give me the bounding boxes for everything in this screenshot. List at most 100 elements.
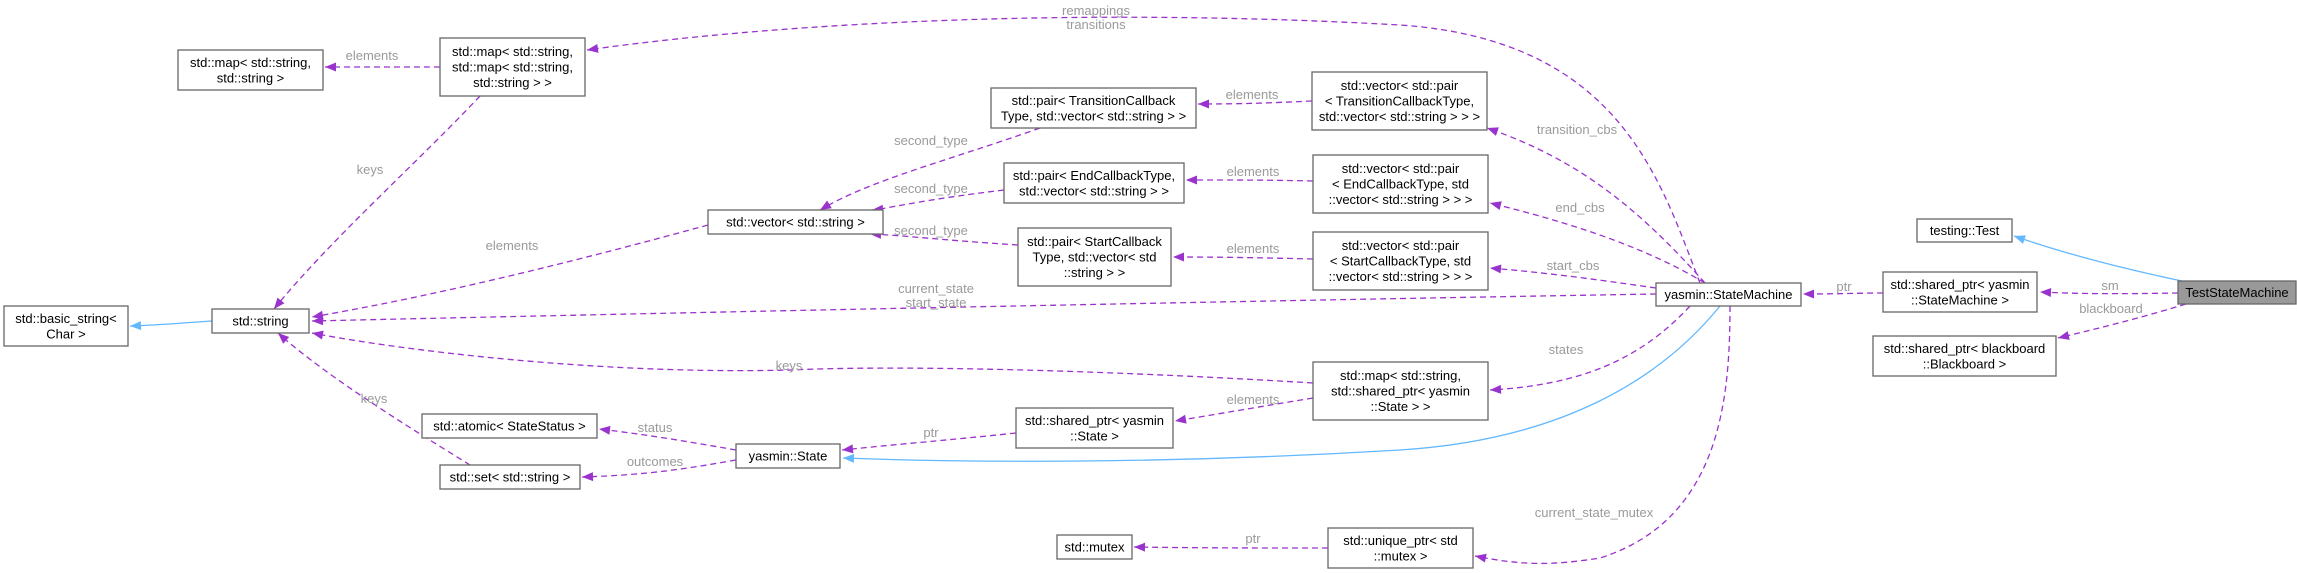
usage-connector bbox=[311, 293, 1657, 322]
edge-label: ptr bbox=[1836, 279, 1852, 294]
node-testing-test[interactable]: testing::Test bbox=[1916, 218, 2013, 243]
edge-sm: sm bbox=[2039, 278, 2179, 298]
node-label-line: std::pair< StartCallback bbox=[1027, 234, 1162, 249]
edge-label: transition_cbs bbox=[1537, 122, 1618, 137]
arrowhead-icon bbox=[1198, 99, 1210, 109]
arrowhead-icon bbox=[2058, 331, 2070, 340]
edge-states: states bbox=[1489, 305, 1691, 394]
usage-connector bbox=[1185, 179, 1314, 182]
node-std-mutex[interactable]: std::mutex bbox=[1056, 534, 1133, 560]
node-box bbox=[1017, 227, 1172, 287]
edge-label: elements bbox=[486, 238, 539, 253]
usage-connector bbox=[277, 332, 471, 466]
node-label-line: std::shared_ptr< yasmin bbox=[1890, 277, 2029, 292]
edge-states-keys: keys bbox=[311, 330, 1314, 384]
node-box bbox=[735, 443, 841, 469]
edge-vs-elements: elements bbox=[311, 224, 709, 320]
node-map-states[interactable]: std::map< std::string,std::shared_ptr< y… bbox=[1312, 361, 1489, 421]
usage-connector bbox=[273, 95, 481, 310]
node-label-line: std::vector< std::pair bbox=[1342, 161, 1460, 176]
node-map-str[interactable]: std::map< std::string,std::string > bbox=[177, 49, 324, 91]
usage-connector bbox=[2039, 291, 2179, 295]
edge-label: remappings bbox=[1062, 3, 1130, 18]
node-box bbox=[421, 413, 598, 439]
node-vector-pair-end[interactable]: std::vector< std::pair< EndCallbackType,… bbox=[1312, 154, 1489, 214]
node-label-line: ::Blackboard > bbox=[1923, 356, 2006, 371]
node-box bbox=[1056, 534, 1133, 560]
edge-label: start_cbs bbox=[1547, 258, 1600, 273]
node-label-line: std::mutex bbox=[1065, 540, 1125, 555]
inheritance-connector bbox=[129, 320, 213, 327]
usage-connector bbox=[1133, 546, 1329, 549]
node-label-line: std::shared_ptr< yasmin bbox=[1025, 413, 1164, 428]
node-box bbox=[1882, 271, 2038, 313]
node-vector-pair-start[interactable]: std::vector< std::pair< StartCallbackTyp… bbox=[1312, 231, 1489, 291]
node-shared-ptr-state[interactable]: std::shared_ptr< yasmin::State > bbox=[1015, 407, 1174, 449]
node-box bbox=[1327, 527, 1474, 569]
node-pair-transition[interactable]: std::pair< TransitionCallbackType, std::… bbox=[990, 87, 1197, 129]
edge-state-inh bbox=[842, 305, 1721, 463]
edge-ps-second: second_type bbox=[869, 223, 1019, 246]
node-shared-ptr-sm[interactable]: std::shared_ptr< yasmin::StateMachine > bbox=[1882, 271, 2038, 313]
node-label-line: std::map< std::string, bbox=[452, 60, 573, 75]
node-label-line: ::State > bbox=[1070, 428, 1119, 443]
node-box bbox=[1312, 361, 1489, 421]
edge-label: elements bbox=[1227, 392, 1280, 407]
node-box bbox=[707, 209, 884, 235]
node-box bbox=[439, 37, 586, 97]
inheritance-connector bbox=[2013, 235, 2183, 282]
node-label-line: < TransitionCallbackType, bbox=[1325, 94, 1474, 109]
usage-connector bbox=[1489, 267, 1657, 289]
node-vector-pair-transition[interactable]: std::vector< std::pair< TransitionCallba… bbox=[1311, 71, 1488, 131]
edge-state-ptr: ptr bbox=[841, 425, 1017, 454]
arrowhead-icon bbox=[1490, 264, 1502, 274]
arrowhead-icon bbox=[1173, 252, 1185, 262]
node-pair-start[interactable]: std::pair< StartCallbackType, std::vecto… bbox=[1017, 227, 1172, 287]
usage-connector bbox=[869, 233, 1019, 246]
edge-outcomes: outcomes bbox=[581, 454, 737, 482]
usage-connector bbox=[1172, 256, 1314, 260]
edge-blackboard: blackboard bbox=[2057, 301, 2187, 340]
usage-connector bbox=[1174, 397, 1314, 422]
edge-status: status bbox=[598, 420, 737, 451]
arrowhead-icon bbox=[843, 453, 855, 463]
node-std-string[interactable]: std::string bbox=[211, 308, 310, 334]
node-vector-string[interactable]: std::vector< std::string > bbox=[707, 209, 884, 235]
node-pair-end[interactable]: std::pair< EndCallbackType,std::vector< … bbox=[1003, 162, 1185, 204]
node-yasmin-state-machine[interactable]: yasmin::StateMachine bbox=[1655, 282, 1802, 307]
arrowhead-icon bbox=[820, 200, 832, 210]
edge-label: keys bbox=[361, 391, 388, 406]
node-box bbox=[1015, 407, 1174, 449]
edge-label: status bbox=[638, 420, 673, 435]
node-test-state-machine[interactable]: TestStateMachine bbox=[2177, 280, 2297, 305]
node-label-line: ::vector< std::string > > > bbox=[1329, 192, 1473, 207]
arrowhead-icon bbox=[1134, 542, 1146, 552]
node-label-line: testing::Test bbox=[1930, 223, 2000, 238]
node-label-line: std::vector< std::string > bbox=[726, 215, 865, 230]
node-box bbox=[211, 308, 310, 334]
node-box bbox=[1312, 231, 1489, 291]
node-atomic-status[interactable]: std::atomic< StateStatus > bbox=[421, 413, 598, 439]
arrowhead-icon bbox=[1490, 201, 1502, 210]
edge-mutex: current_state_mutex bbox=[1474, 305, 1731, 565]
node-box bbox=[177, 49, 324, 91]
usage-connector bbox=[1474, 305, 1731, 565]
arrowhead-icon bbox=[2014, 235, 2026, 244]
nodes-layer: TestStateMachine testing::Teststd::shared… bbox=[3, 37, 2297, 569]
usage-connector bbox=[586, 16, 1701, 284]
node-label-line: Type, std::vector< std::string > > bbox=[1001, 108, 1186, 123]
node-yasmin-state[interactable]: yasmin::State bbox=[735, 443, 841, 469]
node-label-line: std::shared_ptr< yasmin bbox=[1331, 384, 1470, 399]
usage-connector bbox=[1489, 305, 1691, 391]
node-map-remap[interactable]: std::map< std::string,std::map< std::str… bbox=[439, 37, 586, 97]
edge-pe-second: second_type bbox=[871, 181, 1005, 214]
node-set-string[interactable]: std::set< std::string > bbox=[439, 464, 581, 490]
usage-connector bbox=[1489, 202, 1706, 284]
node-basic-string[interactable]: std::basic_string<Char > bbox=[3, 305, 129, 347]
node-label-line: ::string > > bbox=[1064, 265, 1125, 280]
node-label-line: std::basic_string< bbox=[15, 311, 117, 326]
node-unique-ptr-mutex[interactable]: std::unique_ptr< std::mutex > bbox=[1327, 527, 1474, 569]
node-box bbox=[3, 305, 129, 347]
node-shared-ptr-bb[interactable]: std::shared_ptr< blackboard::Blackboard … bbox=[1872, 335, 2057, 377]
